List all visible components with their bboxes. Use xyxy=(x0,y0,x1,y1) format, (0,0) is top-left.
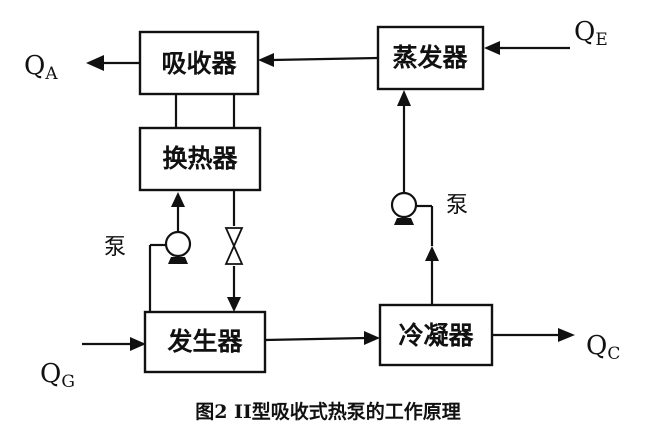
qc-label: QC xyxy=(586,331,620,364)
absorber-label: 吸收器 xyxy=(161,49,237,78)
qc-output-arrow xyxy=(492,328,575,342)
generator-to-condenser-arrow xyxy=(264,331,380,345)
heat-exchanger-label: 换热器 xyxy=(162,144,238,173)
qe-label: QE xyxy=(574,17,608,50)
right-pump-icon xyxy=(390,191,418,225)
generator-label: 发生器 xyxy=(166,327,243,356)
qa-label: QA xyxy=(24,51,58,84)
evaporator-box: 蒸发器 xyxy=(376,25,485,91)
absorber-box: 吸收器 xyxy=(138,30,260,96)
figure-caption: 图2 II型吸收式热泵的工作原理 xyxy=(195,400,461,423)
heat-exchanger-box: 换热器 xyxy=(138,126,262,192)
evaporator-label: 蒸发器 xyxy=(392,43,468,72)
qa-output-arrow xyxy=(86,55,140,71)
qg-label: QG xyxy=(40,359,75,392)
absorber-heat-exchanger-lines xyxy=(174,94,236,128)
right-pump-label: 泵 xyxy=(446,193,468,218)
evaporator-to-absorber-arrow xyxy=(258,53,379,67)
throttle-valve-icon xyxy=(224,227,244,265)
qe-input-arrow xyxy=(484,41,570,55)
qg-input-arrow xyxy=(82,337,146,351)
condenser-label: 冷凝器 xyxy=(398,321,474,350)
left-pump-line xyxy=(148,192,185,312)
right-pump-line xyxy=(397,90,439,305)
valve-line xyxy=(227,190,241,312)
generator-box: 发生器 xyxy=(143,310,267,374)
left-pump-label: 泵 xyxy=(104,235,126,260)
condenser-box: 冷凝器 xyxy=(378,303,494,367)
left-pump-icon xyxy=(164,230,192,264)
